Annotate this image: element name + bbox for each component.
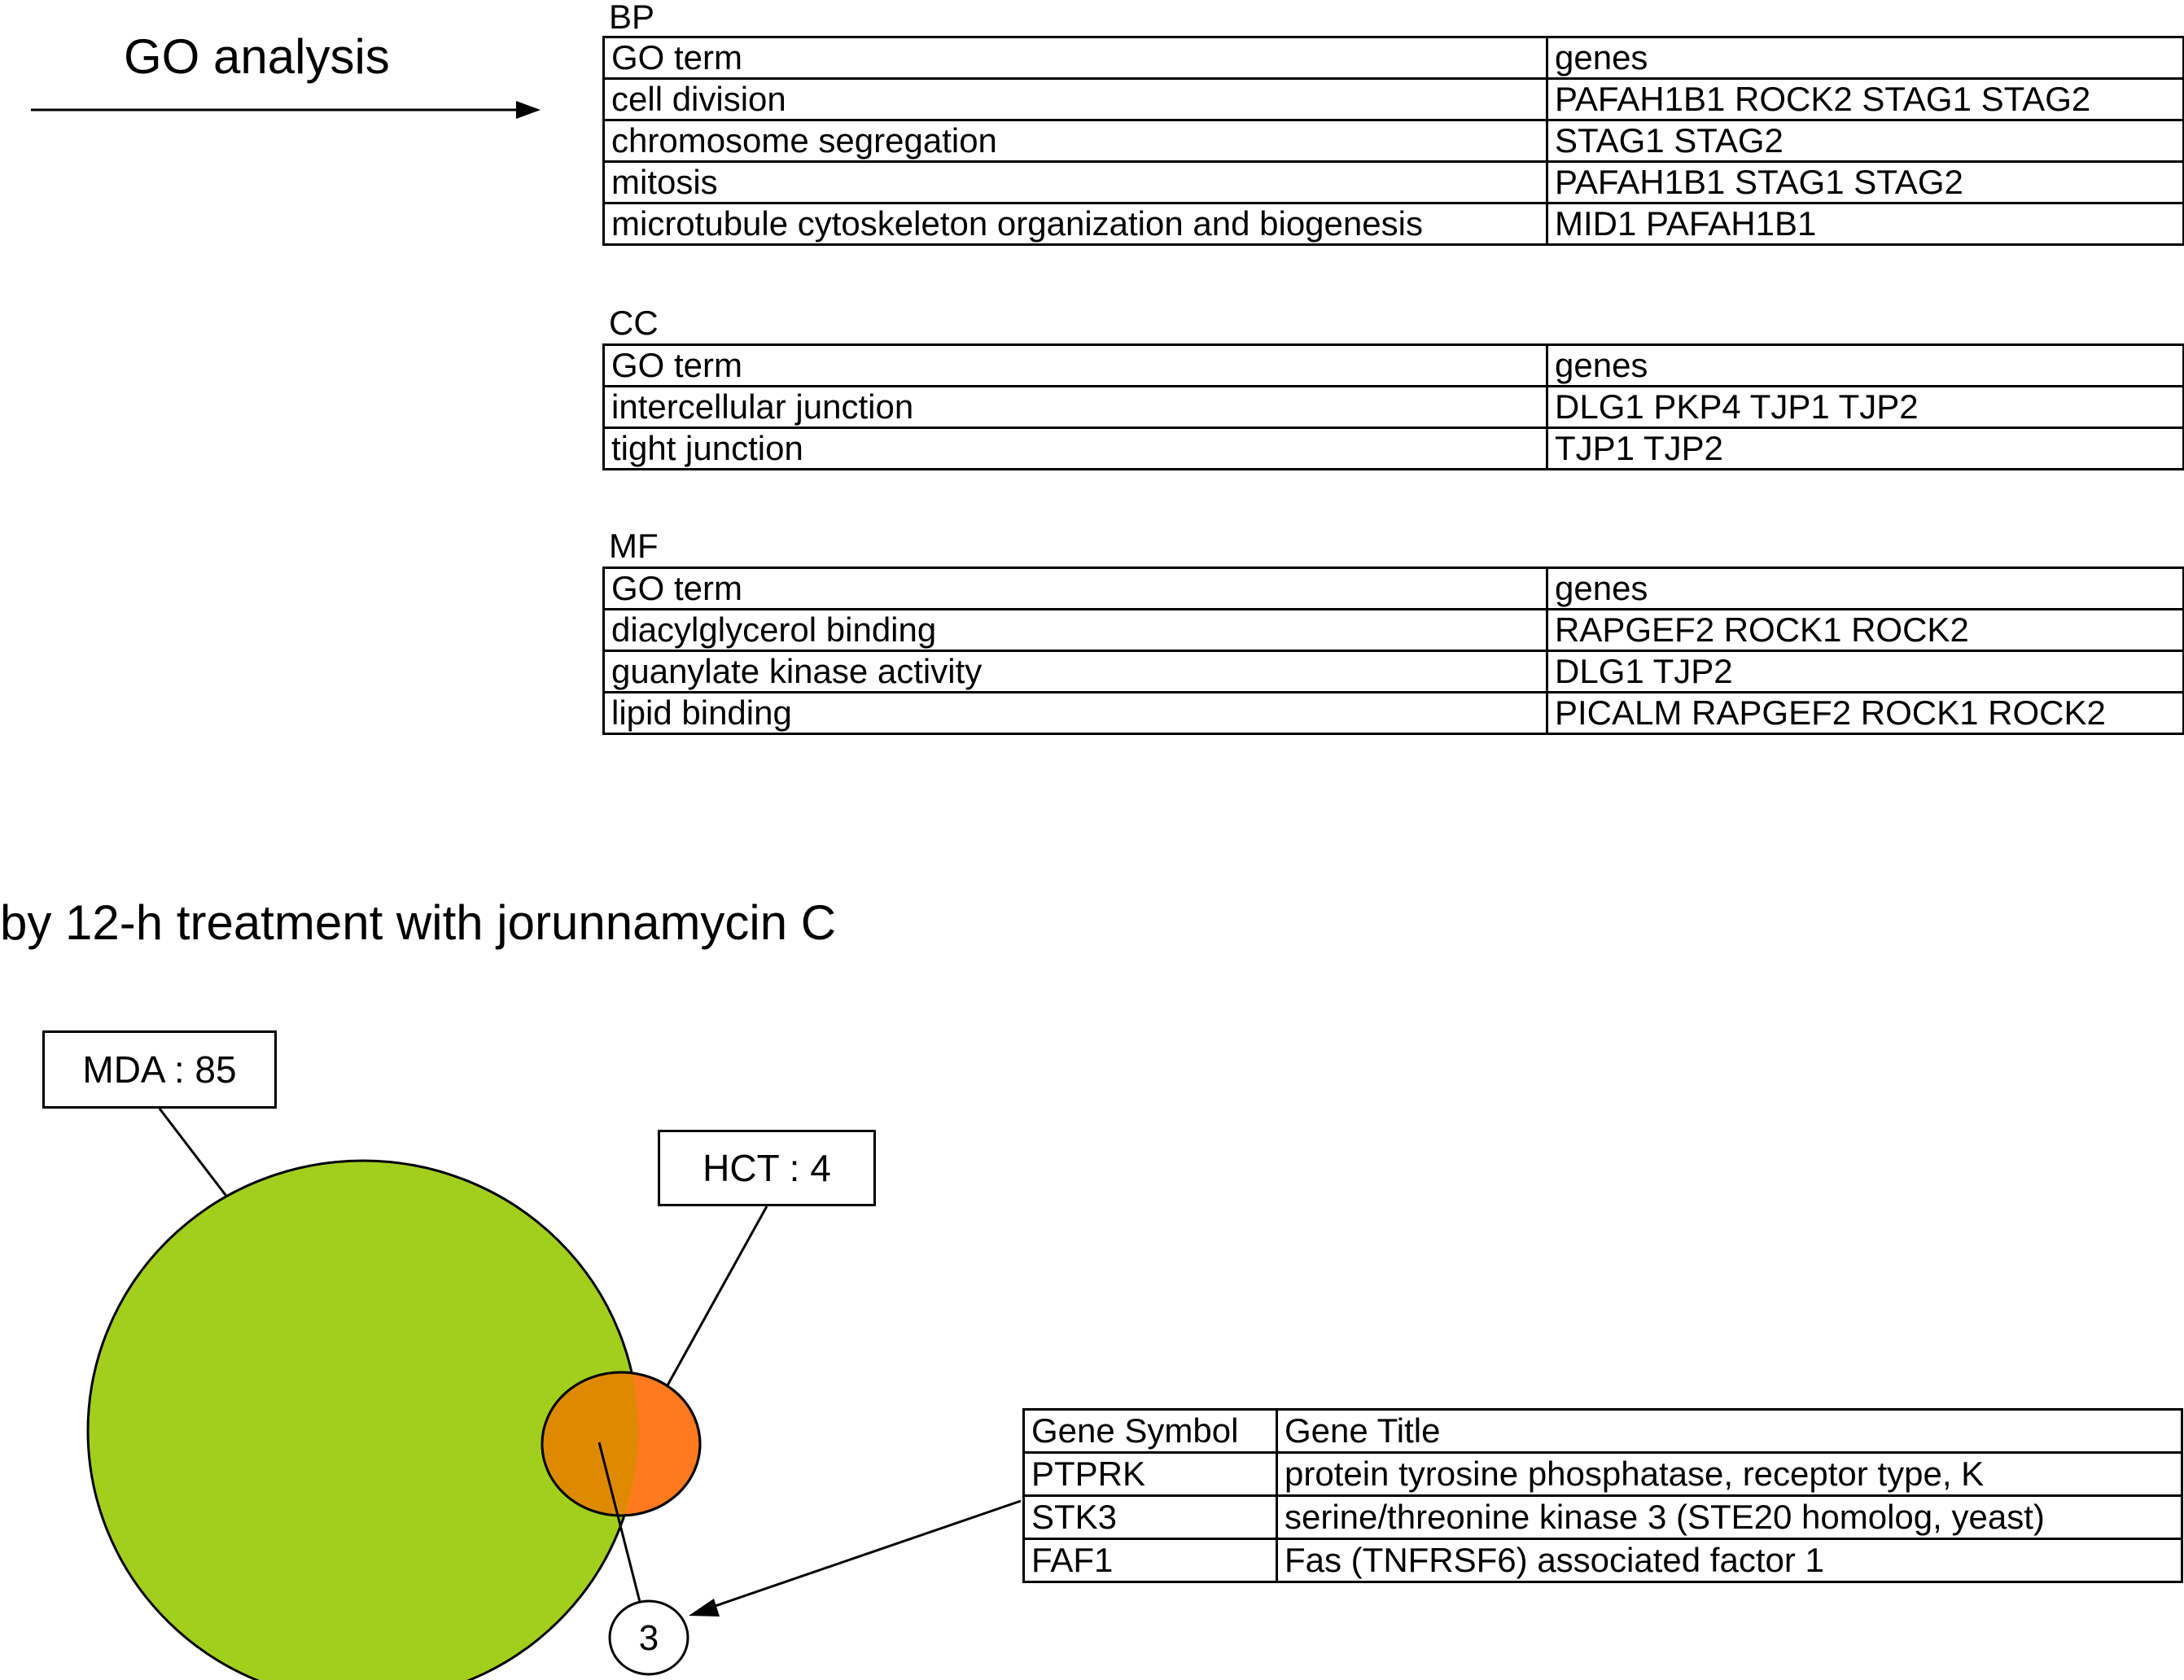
overlap-pointer-line: [597, 1442, 641, 1603]
genes-cell: PAFAH1B1 STAG1 STAG2: [1546, 160, 2184, 204]
go-term-cell: microtubule cytoskeleton organization an…: [602, 202, 1548, 246]
header-gene-symbol: Gene Symbol: [1022, 1408, 1278, 1454]
table-row: microtubule cytoskeleton organization an…: [602, 202, 2184, 246]
genes-cell: PICALM RAPGEF2 ROCK1 ROCK2: [1546, 691, 2184, 735]
go-analysis-heading: GO analysis: [124, 29, 390, 84]
table-row: lipid binding PICALM RAPGEF2 ROCK1 ROCK2: [602, 691, 2184, 735]
table-header-row: GO term genes: [602, 567, 2184, 610]
overlap-count-circle: [608, 1599, 689, 1676]
go-term-cell: tight junction: [602, 427, 1548, 470]
gene-symbol-cell: PTPRK: [1022, 1451, 1278, 1497]
treatment-heading: by 12-h treatment with jorunnamycin C: [0, 895, 837, 950]
genes-cell: TJP1 TJP2: [1546, 427, 2184, 470]
overlap-count-text: 3: [639, 1618, 659, 1658]
mf-section-label: MF: [609, 527, 659, 565]
header-genes: genes: [1546, 36, 2184, 80]
header-genes: genes: [1546, 343, 2184, 387]
go-term-cell: mitosis: [602, 160, 1548, 204]
header-go-term: GO term: [602, 567, 1548, 610]
header-go-term: GO term: [602, 36, 1548, 80]
table-row: intercellular junction DLG1 PKP4 TJP1 TJ…: [602, 385, 2184, 429]
overlap-gene-table: Gene Symbol Gene Title PTPRK protein tyr…: [1022, 1408, 2183, 1583]
mf-go-table: GO term genes diacylglycerol binding RAP…: [602, 567, 2184, 735]
mda-label-box: MDA : 85: [42, 1030, 277, 1109]
genes-cell: PAFAH1B1 ROCK2 STAG1 STAG2: [1546, 77, 2184, 121]
table-row: mitosis PAFAH1B1 STAG1 STAG2: [602, 160, 2184, 204]
go-term-cell: cell division: [602, 77, 1548, 121]
table-row: guanylate kinase activity DLG1 TJP2: [602, 650, 2184, 693]
table-header-row: GO term genes: [602, 343, 2184, 387]
mda-connector-line: [158, 1108, 230, 1199]
go-term-cell: guanylate kinase activity: [602, 650, 1548, 693]
table-row: diacylglycerol binding RAPGEF2 ROCK1 ROC…: [602, 608, 2184, 652]
cc-section-label: CC: [609, 304, 659, 342]
header-genes: genes: [1546, 567, 2184, 610]
cc-go-table: GO term genes intercellular junction DLG…: [602, 343, 2184, 470]
table-header-row: GO term genes: [602, 36, 2184, 80]
gene-title-cell: serine/threonine kinase 3 (STE20 homolog…: [1276, 1494, 2183, 1540]
gene-symbol-cell: FAF1: [1022, 1538, 1278, 1583]
table-row: chromosome segregation STAG1 STAG2: [602, 119, 2184, 163]
go-term-cell: intercellular junction: [602, 385, 1548, 429]
genes-cell: RAPGEF2 ROCK1 ROCK2: [1546, 608, 2184, 652]
header-go-term: GO term: [602, 343, 1548, 387]
go-arrow-head: [516, 101, 541, 119]
table-row: cell division PAFAH1B1 ROCK2 STAG1 STAG2: [602, 77, 2184, 121]
genes-cell: DLG1 TJP2: [1546, 650, 2184, 693]
go-term-cell: chromosome segregation: [602, 119, 1548, 163]
table-row: tight junction TJP1 TJP2: [602, 427, 2184, 470]
overlap-region: [542, 1372, 638, 1516]
genes-cell: STAG1 STAG2: [1546, 119, 2184, 163]
gene-table-arrow-head: [689, 1599, 720, 1617]
genes-cell: MID1 PAFAH1B1: [1546, 202, 2184, 246]
table-header-row: Gene Symbol Gene Title: [1022, 1408, 2183, 1454]
gene-table-arrow-line: [707, 1499, 1022, 1610]
bp-go-table: GO term genes cell division PAFAH1B1 ROC…: [602, 36, 2184, 246]
go-term-cell: lipid binding: [602, 691, 1548, 735]
table-row: PTPRK protein tyrosine phosphatase, rece…: [1022, 1451, 2183, 1497]
hct-label-box: HCT : 4: [658, 1130, 876, 1206]
bp-section-label: BP: [609, 0, 655, 36]
genes-cell: DLG1 PKP4 TJP1 TJP2: [1546, 385, 2184, 429]
go-term-cell: diacylglycerol binding: [602, 608, 1548, 652]
gene-title-cell: protein tyrosine phosphatase, receptor t…: [1276, 1451, 2183, 1497]
gene-symbol-cell: STK3: [1022, 1494, 1278, 1540]
gene-title-cell: Fas (TNFRSF6) associated factor 1: [1276, 1538, 2183, 1583]
table-row: STK3 serine/threonine kinase 3 (STE20 ho…: [1022, 1494, 2183, 1540]
table-row: FAF1 Fas (TNFRSF6) associated factor 1: [1022, 1538, 2183, 1583]
hct-connector-line: [666, 1205, 768, 1386]
header-gene-title: Gene Title: [1276, 1408, 2183, 1454]
hct-circle-outline: [541, 1371, 702, 1517]
